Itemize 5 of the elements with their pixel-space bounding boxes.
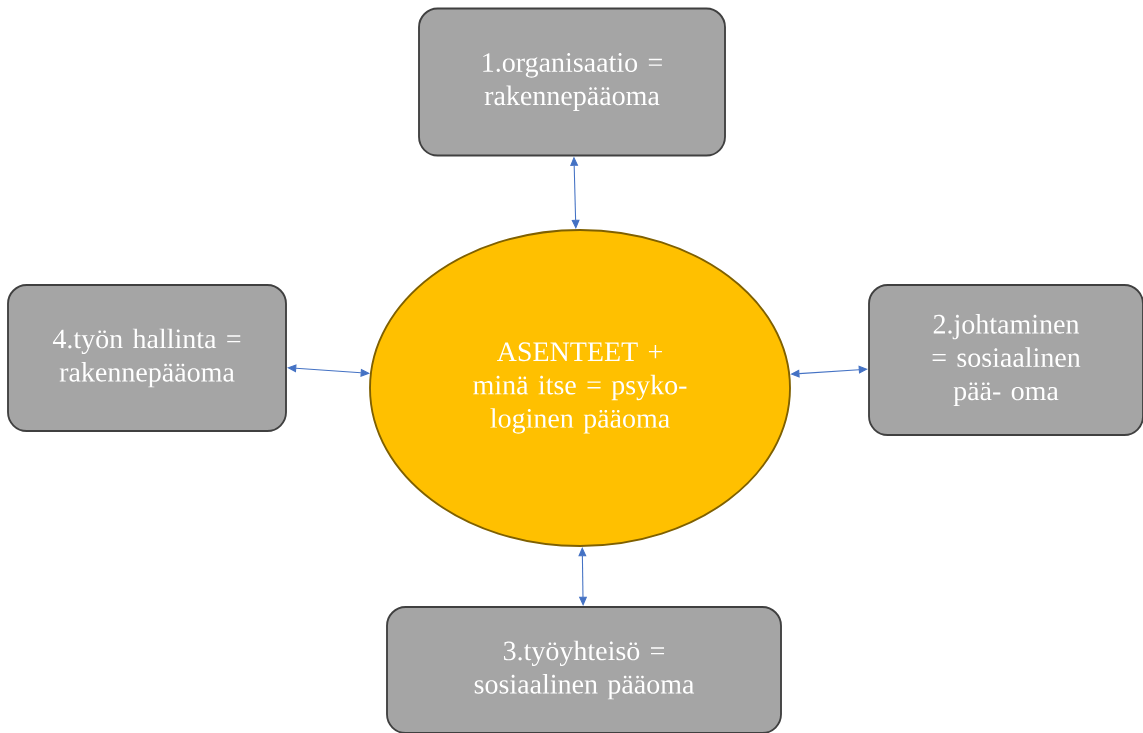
rounded-box: 1.organisaatio = rakennepääoma: [418, 7, 726, 157]
arrow: [287, 364, 370, 377]
rounded-box: 3.työyhteisö = sosiaalinen pääoma: [386, 606, 782, 733]
rounded-box: 2.johtaminen = sosiaalinen pää- oma: [868, 284, 1143, 436]
rounded-box: 4.työn hallinta = rakennepääoma: [7, 284, 287, 432]
